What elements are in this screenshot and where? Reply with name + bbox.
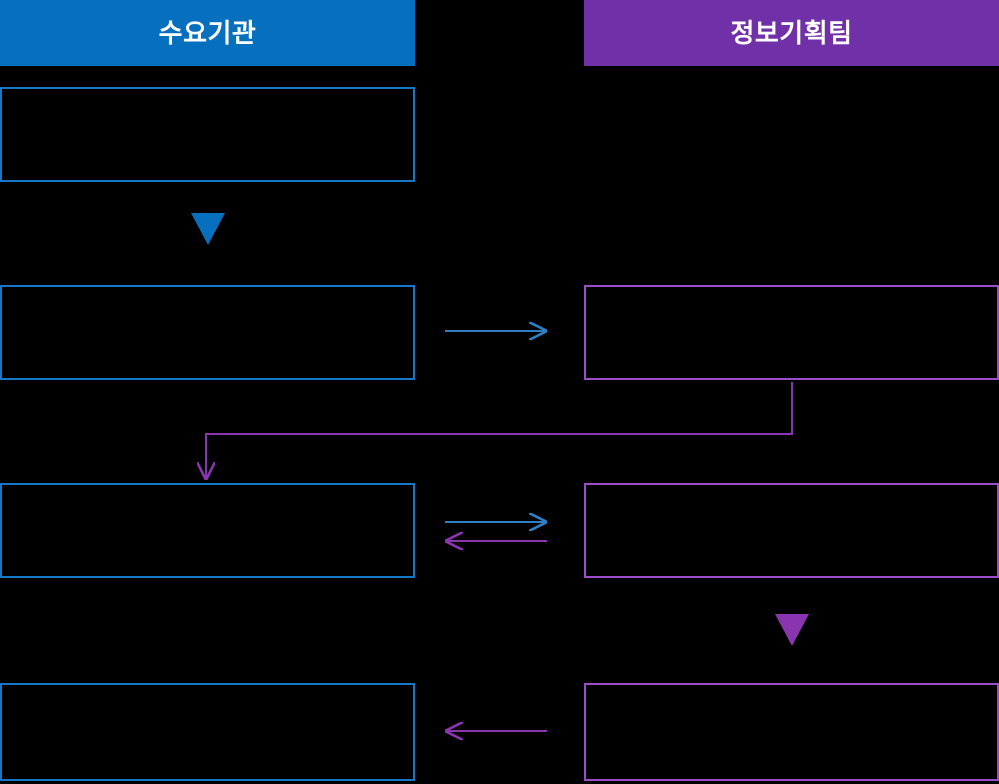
process-box-left-1[interactable] [0,87,415,182]
lane-header-demand-agency: 수요기관 [0,0,415,66]
elbow-arrow-right1-to-left3 [206,382,793,478]
process-box-left-2[interactable] [0,285,415,380]
triangle-marker-down-blue [191,213,225,245]
lane-header-info-planning-team: 정보기획팀 [584,0,999,66]
triangle-marker-down-purple [775,614,809,646]
process-box-right-3[interactable] [584,683,999,781]
process-box-left-4[interactable] [0,683,415,781]
lane-title-demand-agency: 수요기관 [158,18,257,48]
process-box-left-3[interactable] [0,483,415,578]
process-box-right-2[interactable] [584,483,999,578]
lane-title-info-planning-team: 정보기획팀 [730,18,853,48]
process-box-right-1[interactable] [584,285,999,380]
